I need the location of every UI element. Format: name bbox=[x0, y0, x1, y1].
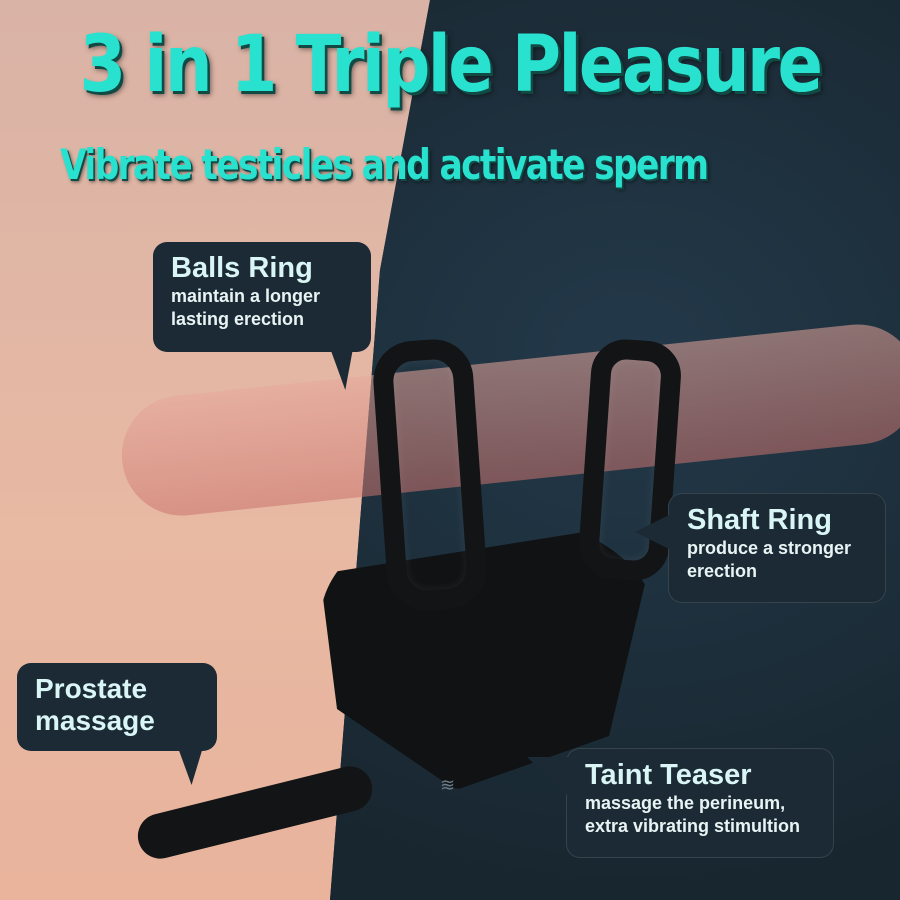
callout-description: produce a stronger erection bbox=[687, 538, 852, 581]
callout-shaft-ring: Shaft Ring produce a stronger erection bbox=[635, 493, 886, 603]
callout-prostate-massage: Prostate massage bbox=[17, 663, 217, 785]
page-title: 3 in 1 Triple Pleasure bbox=[79, 20, 823, 110]
callout-heading: Shaft Ring bbox=[687, 504, 832, 536]
product-ring-loop-1 bbox=[370, 336, 490, 614]
callout-pointer bbox=[527, 757, 569, 797]
callout-heading: Prostate massage bbox=[35, 673, 155, 737]
vibration-icon: ≋ bbox=[440, 775, 455, 796]
callout-balls-ring: Balls Ring maintain a longer lasting ere… bbox=[153, 242, 371, 390]
callout-description: massage the perineum, extra vibrating st… bbox=[585, 793, 801, 836]
page-subtitle: Vibrate testicles and activate sperm bbox=[60, 140, 709, 189]
callout-taint-teaser: Taint Teaser massage the perineum, extra… bbox=[527, 748, 834, 858]
callout-heading: Balls Ring bbox=[171, 252, 313, 284]
callout-pointer bbox=[635, 514, 671, 550]
callout-heading: Taint Teaser bbox=[585, 759, 752, 791]
callout-description: maintain a longer lasting erection bbox=[171, 286, 321, 329]
